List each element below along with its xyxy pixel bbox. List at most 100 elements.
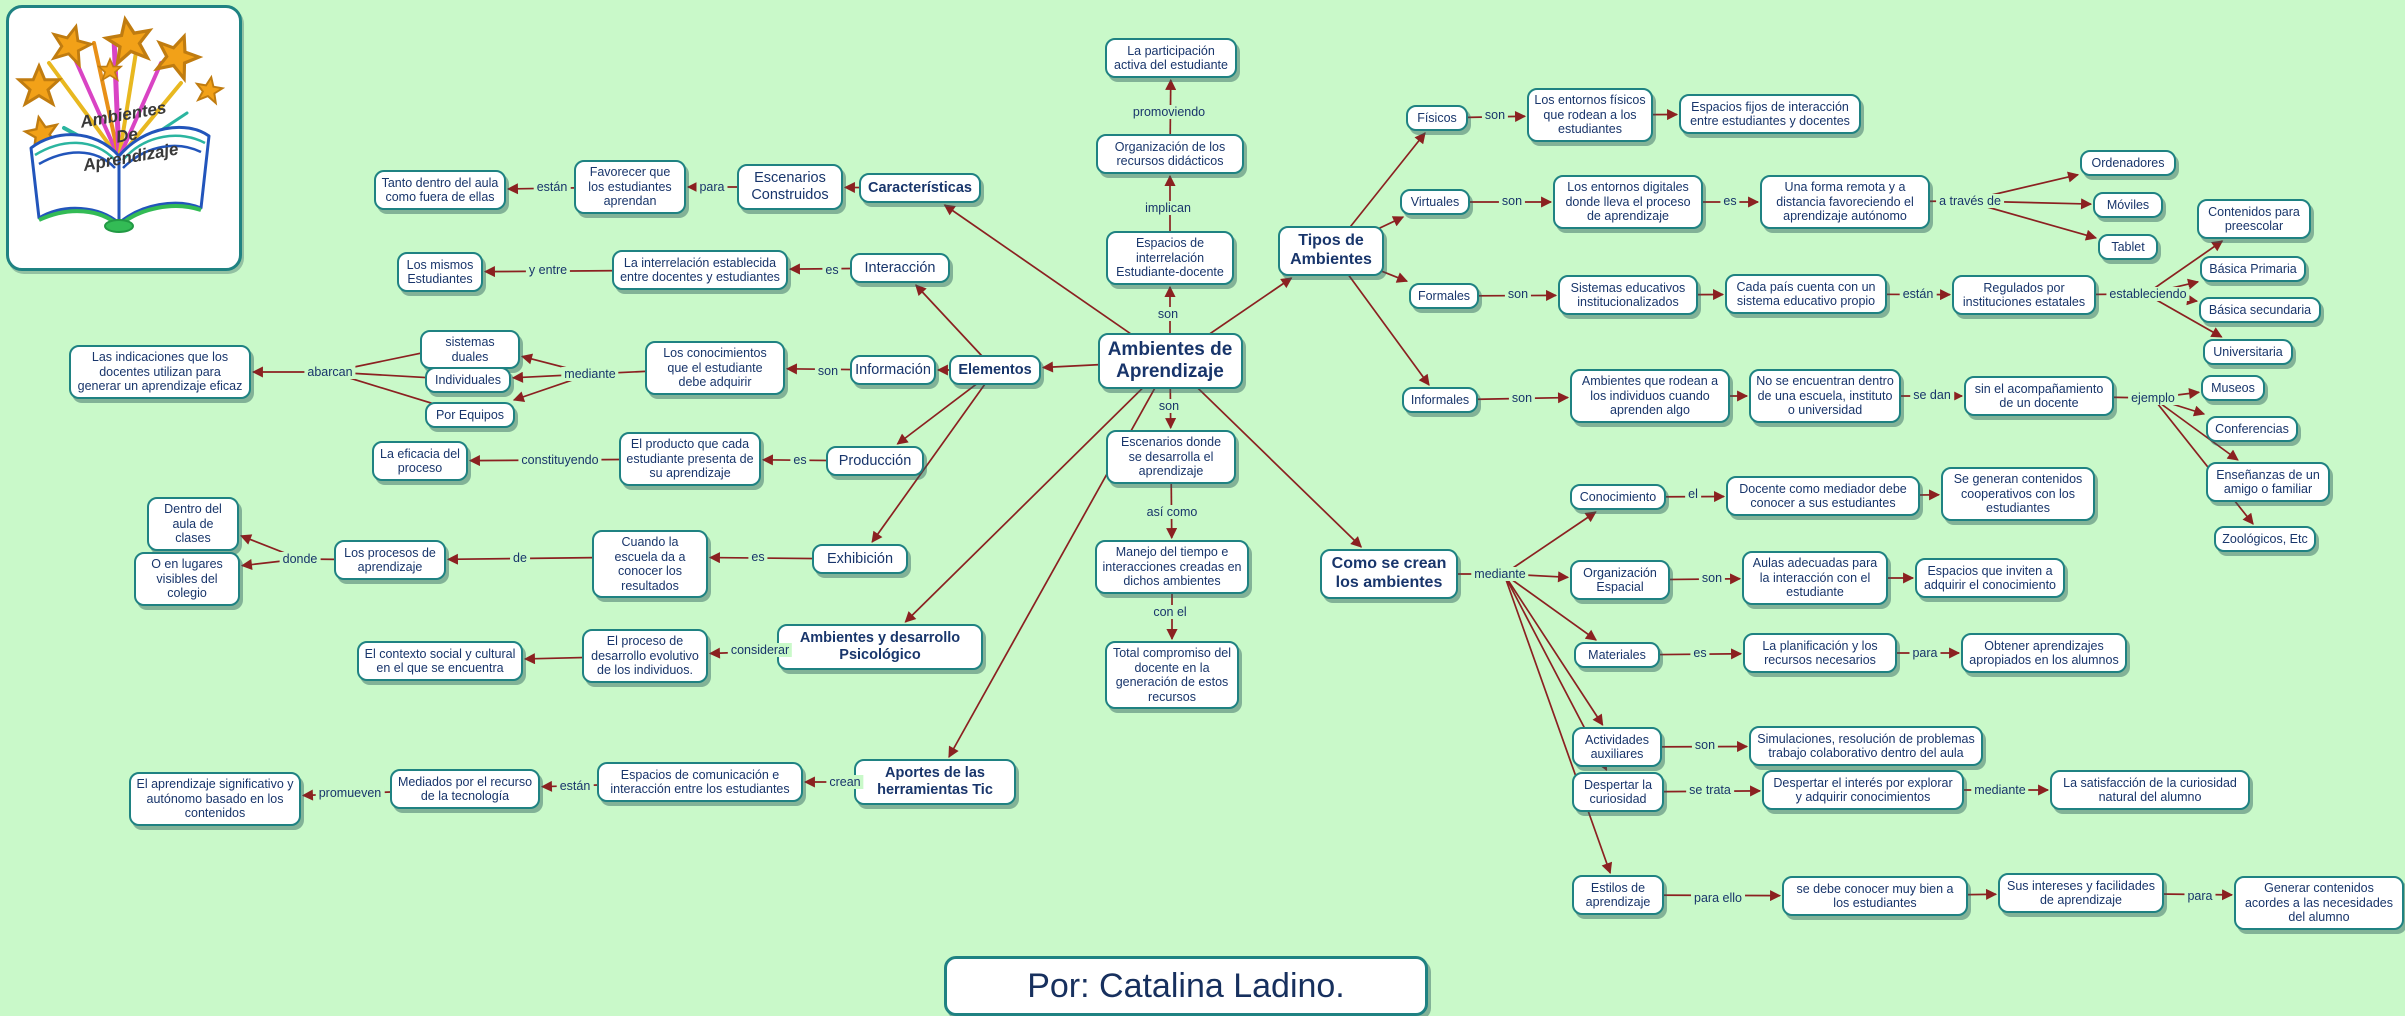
node-espacios_fijos[interactable]: Espacios fijos de interacción entre estu… bbox=[1679, 94, 1861, 134]
node-simulaciones[interactable]: Simulaciones, resolución de problemas tr… bbox=[1749, 726, 1983, 766]
link-label-son2[interactable]: son bbox=[1481, 108, 1509, 122]
node-proceso_desarrollo[interactable]: El proceso de desarrollo evolutivo de lo… bbox=[582, 629, 708, 683]
node-produccion[interactable]: Producción bbox=[826, 446, 924, 476]
node-participacion[interactable]: La participación activa del estudiante bbox=[1105, 38, 1237, 78]
link-label-son4[interactable]: son bbox=[1504, 287, 1532, 301]
node-obtener[interactable]: Obtener aprendizajes apropiados en los a… bbox=[1961, 633, 2127, 673]
link-label-son_top[interactable]: son bbox=[1154, 307, 1182, 321]
node-despertar[interactable]: Despertar la curiosidad bbox=[1572, 772, 1664, 812]
link-label-abarcan[interactable]: abarcan bbox=[304, 365, 356, 379]
node-universitaria[interactable]: Universitaria bbox=[2203, 339, 2293, 365]
link-label-a_traves[interactable]: a través de bbox=[1936, 194, 2004, 208]
node-entornos_fisicos[interactable]: Los entornos físicos que rodean a los es… bbox=[1527, 88, 1653, 142]
node-esp_inviten[interactable]: Espacios que inviten a adquirir el conoc… bbox=[1915, 558, 2065, 598]
node-favorecer[interactable]: Favorecer que los estudiantes aprendan bbox=[574, 160, 686, 214]
node-escenarios_des[interactable]: Escenarios donde se desarrolla el aprend… bbox=[1106, 430, 1236, 484]
link-label-con_el[interactable]: con el bbox=[1150, 605, 1190, 619]
node-no_encuentran[interactable]: No se encuentran dentro de una escuela, … bbox=[1749, 369, 1901, 423]
link-label-mediante3[interactable]: mediante bbox=[1971, 783, 2029, 797]
link-label-donde[interactable]: donde bbox=[279, 552, 321, 566]
link-label-son3[interactable]: son bbox=[1498, 194, 1526, 208]
link-label-para_ello[interactable]: para ello bbox=[1691, 891, 1745, 905]
node-sistemas_duales[interactable]: sistemas duales bbox=[420, 330, 520, 369]
node-espacios_com[interactable]: Espacios de comunicación e interacción e… bbox=[597, 762, 803, 802]
link-label-mediante1[interactable]: mediante bbox=[561, 367, 619, 381]
node-conferencias[interactable]: Conferencias bbox=[2206, 416, 2298, 442]
link-label-crean[interactable]: crean bbox=[826, 775, 864, 789]
node-org_espacial[interactable]: Organización Espacial bbox=[1570, 560, 1670, 600]
link-label-estan2[interactable]: están bbox=[556, 779, 594, 793]
link-label-es1[interactable]: es bbox=[822, 263, 842, 277]
link-label-de1[interactable]: de bbox=[510, 551, 530, 565]
node-se_generan[interactable]: Se generan contenidos cooperativos con l… bbox=[1941, 467, 2095, 521]
node-individuales[interactable]: Individuales bbox=[425, 367, 511, 393]
node-moviles[interactable]: Móviles bbox=[2093, 192, 2163, 218]
node-fisicos[interactable]: Físicos bbox=[1406, 105, 1468, 131]
link-label-promueven[interactable]: promueven bbox=[315, 786, 385, 800]
node-ordenadores[interactable]: Ordenadores bbox=[2080, 150, 2176, 176]
link-label-es4[interactable]: es bbox=[1720, 194, 1740, 208]
node-cuando_escuela[interactable]: Cuando la escuela da a conocer los resul… bbox=[592, 530, 708, 598]
node-organizacion_rec[interactable]: Organización de los recursos didácticos bbox=[1096, 134, 1244, 174]
link-label-son5[interactable]: son bbox=[1508, 391, 1536, 405]
link-label-implican[interactable]: implican bbox=[1142, 201, 1194, 215]
node-dentro_aula[interactable]: Dentro del aula de clases bbox=[147, 497, 239, 551]
node-tipos[interactable]: Tipos de Ambientes bbox=[1278, 226, 1384, 276]
node-exhibicion[interactable]: Exhibición bbox=[812, 544, 908, 574]
node-manejo[interactable]: Manejo del tiempo e interacciones creada… bbox=[1095, 540, 1249, 594]
node-los_mismos[interactable]: Los mismos Estudiantes bbox=[397, 252, 483, 292]
node-elementos[interactable]: Elementos bbox=[949, 355, 1041, 385]
node-regulados[interactable]: Regulados por instituciones estatales bbox=[1952, 275, 2096, 315]
node-interaccion[interactable]: Interacción bbox=[850, 253, 950, 283]
node-docente_med[interactable]: Docente como mediador debe conocer a sus… bbox=[1726, 476, 1920, 516]
link-label-es3[interactable]: es bbox=[748, 550, 768, 564]
node-planificacion[interactable]: La planificación y los recursos necesari… bbox=[1743, 633, 1897, 673]
link-label-asi_como[interactable]: así como bbox=[1143, 505, 1201, 519]
link-label-mediante2[interactable]: mediante bbox=[1471, 567, 1529, 581]
link-label-son7[interactable]: son bbox=[1691, 738, 1719, 752]
node-aulas[interactable]: Aulas adecuadas para la interacción con … bbox=[1742, 551, 1888, 605]
node-actividades[interactable]: Actividades auxiliares bbox=[1572, 727, 1662, 767]
link-label-para3[interactable]: para bbox=[2184, 889, 2216, 903]
link-label-y_entre[interactable]: y entre bbox=[525, 263, 571, 277]
node-espacios_inter[interactable]: Espacios de interrelación Estudiante-doc… bbox=[1106, 231, 1234, 285]
node-escenarios_construidos[interactable]: Escenarios Construidos bbox=[737, 164, 843, 210]
node-lugares[interactable]: O en lugares visibles del colegio bbox=[134, 552, 240, 606]
link-label-estan1[interactable]: están bbox=[533, 180, 571, 194]
node-producto[interactable]: El producto que cada estudiante presenta… bbox=[619, 432, 761, 486]
link-label-constituyendo[interactable]: constituyendo bbox=[518, 453, 602, 467]
node-generar[interactable]: Generar contenidos acordes a las necesid… bbox=[2234, 876, 2404, 930]
node-ambientes_rodean[interactable]: Ambientes que rodean a los individuos cu… bbox=[1570, 369, 1730, 423]
node-main[interactable]: Ambientes de Aprendizaje bbox=[1097, 333, 1243, 389]
node-tanto[interactable]: Tanto dentro del aula como fuera de ella… bbox=[374, 170, 506, 210]
node-cada_pais[interactable]: Cada país cuenta con un sistema educativ… bbox=[1725, 274, 1887, 314]
node-sin_acomp[interactable]: sin el acompañamiento de un docente bbox=[1964, 376, 2114, 416]
node-eficacia[interactable]: La eficacia del proceso bbox=[372, 441, 468, 481]
node-basica_sec[interactable]: Básica secundaria bbox=[2199, 297, 2321, 323]
link-label-son6[interactable]: son bbox=[1698, 571, 1726, 585]
node-conocimiento[interactable]: Conocimiento bbox=[1570, 484, 1666, 510]
node-zoologicos[interactable]: Zoológicos, Etc bbox=[2214, 526, 2316, 552]
node-entornos_dig[interactable]: Los entornos digitales donde lleva el pr… bbox=[1553, 175, 1703, 229]
node-museos[interactable]: Museos bbox=[2201, 375, 2265, 401]
node-informales[interactable]: Informales bbox=[1402, 387, 1478, 413]
author-title-box[interactable]: Por: Catalina Ladino. bbox=[944, 956, 1428, 1016]
link-label-promoviendo[interactable]: promoviendo bbox=[1129, 105, 1209, 119]
node-tablet[interactable]: Tablet bbox=[2098, 234, 2158, 260]
node-preescolar[interactable]: Contenidos para preescolar bbox=[2197, 199, 2311, 239]
link-label-son_bottom[interactable]: son bbox=[1155, 399, 1183, 413]
node-total[interactable]: Total compromiso del docente en la gener… bbox=[1105, 641, 1239, 709]
node-tic[interactable]: Aportes de las herramientas Tic bbox=[854, 759, 1016, 805]
link-label-es2[interactable]: es bbox=[790, 453, 810, 467]
link-label-para1[interactable]: para bbox=[696, 180, 728, 194]
node-materiales[interactable]: Materiales bbox=[1574, 642, 1660, 668]
link-label-para2[interactable]: para bbox=[1909, 646, 1941, 660]
link-label-se_dan[interactable]: se dan bbox=[1910, 388, 1954, 402]
node-se_debe[interactable]: se debe conocer muy bien a los estudiant… bbox=[1782, 876, 1968, 916]
link-label-el1[interactable]: el bbox=[1685, 487, 1701, 501]
link-label-es5[interactable]: es bbox=[1690, 646, 1710, 660]
link-label-se_trata[interactable]: se trata bbox=[1686, 783, 1734, 797]
node-ensenanzas[interactable]: Enseñanzas de un amigo o familiar bbox=[2206, 462, 2330, 502]
node-por_equipos[interactable]: Por Equipos bbox=[425, 402, 515, 428]
node-mediados[interactable]: Mediados por el recurso de la tecnología bbox=[390, 769, 540, 809]
